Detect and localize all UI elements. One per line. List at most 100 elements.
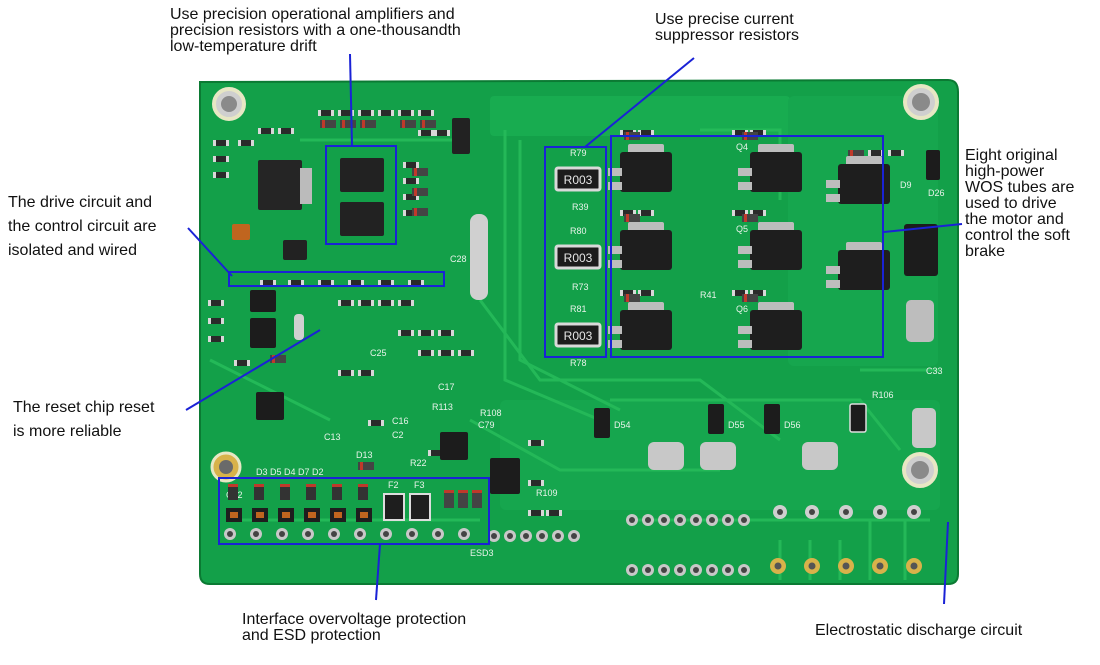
mos-tubes: [608, 144, 890, 350]
pin-13: [520, 530, 532, 542]
highlight-boxes: [218, 135, 884, 545]
smd-resistor-43: [888, 150, 904, 156]
smd-resistor-25: [338, 300, 354, 306]
fuse-2: [409, 493, 431, 521]
smd-resistor-21: [318, 280, 334, 286]
smd-resistor-7: [403, 162, 419, 168]
smd-resistor-8: [403, 178, 419, 184]
pin-29: [690, 564, 702, 576]
label-r41: R41: [700, 290, 717, 300]
smd-resistor-58: [528, 440, 544, 446]
suppressor-resistors: R003 R003 R003 R79 R39 R80 R73 R81 R78: [554, 148, 602, 368]
suppressor-resistor-3-label: R003: [564, 329, 593, 343]
smd-resistor-16: [238, 140, 254, 146]
leader-reset: [185, 329, 321, 411]
smd-resistor-27: [378, 300, 394, 306]
smd-resistor-42: [868, 150, 884, 156]
diode-d26: [926, 150, 940, 180]
ic-u23: [440, 432, 468, 460]
smd-resistor-4: [378, 110, 394, 116]
tvs-diode-4: [304, 484, 320, 522]
smd-resistor-38: [638, 290, 654, 296]
pin-20: [674, 514, 686, 526]
label-c79: C79: [478, 420, 495, 430]
leader-esd: [943, 521, 949, 605]
transistor-small: [283, 240, 307, 260]
smd-resistor-59: [528, 480, 544, 486]
pad-right-bottom: [912, 408, 936, 448]
leader-lines: [185, 53, 963, 605]
tvs-diode-2: [252, 484, 268, 522]
diode-d17: [452, 118, 470, 154]
smd-resistor-15: [213, 172, 229, 178]
diode-d55: [708, 404, 724, 434]
pin-27: [658, 564, 670, 576]
diode-14: [742, 214, 758, 222]
smd-resistor-45: [208, 318, 224, 324]
smd-resistor-28: [398, 300, 414, 306]
smd-resistor-61: [528, 510, 544, 516]
copper-pour-top: [490, 96, 790, 136]
large-pad-right-1: [904, 224, 938, 276]
label-r109: R109: [536, 488, 558, 498]
copper-pour-right: [788, 96, 938, 366]
opamp-chip-2: [340, 202, 384, 236]
label-r106: R106: [872, 390, 894, 400]
label-d9: D9: [900, 180, 912, 190]
pin-10: [458, 528, 470, 540]
diode-17: [848, 150, 864, 158]
label-c17: C17: [438, 382, 455, 392]
label-d55: D55: [728, 420, 745, 430]
regulator-tab: [300, 168, 312, 204]
pin-12: [504, 530, 516, 542]
callout-mos: Eight original high-power WOS tubes are …: [965, 147, 1075, 260]
resistor-r105: [849, 403, 867, 433]
ic-u3: [490, 458, 520, 494]
smd-resistor-12: [434, 130, 450, 136]
mos-labels: Q4 Q5 Q6 R41 D26 D9 C33: [700, 142, 945, 376]
pin-22: [706, 514, 718, 526]
label-r73: R73: [572, 282, 589, 292]
pad-bottom-3: [802, 442, 838, 470]
esd-part-1: [444, 490, 454, 508]
label-r81: R81: [570, 304, 587, 314]
label-r108: R108: [480, 408, 502, 418]
smd-resistor-52: [438, 330, 454, 336]
label-q5: Q5: [736, 224, 748, 234]
diode-d56: [764, 404, 780, 434]
connector-pad-1: [770, 558, 786, 574]
smd-resistor-22: [348, 280, 364, 286]
callout-suppressor: Use precise current suppressor resistors: [655, 11, 800, 44]
label-c13: C13: [324, 432, 341, 442]
tvs-diode-3: [278, 484, 294, 522]
leader-suppressor: [584, 57, 695, 148]
label-d13: D13: [356, 450, 373, 460]
crystal-left: [294, 314, 304, 340]
highlight-mos: [610, 135, 884, 358]
label-r113: R113: [432, 402, 453, 412]
smd-resistor-23: [378, 280, 394, 286]
connector-via-4: [873, 505, 887, 519]
diode-4: [400, 120, 416, 128]
smd-resistor-50: [398, 330, 414, 336]
tvs-diode-1: [226, 484, 242, 522]
tvs-diode-5: [330, 484, 346, 522]
transistor-left-2: [250, 318, 276, 348]
label-esd3: ESD3: [470, 548, 494, 558]
ic-u4: [256, 392, 284, 420]
pin-19: [658, 514, 670, 526]
esd-part-3: [472, 490, 482, 508]
smd-resistor-49: [358, 370, 374, 376]
leader-mos: [883, 223, 963, 233]
smd-resistor-2: [338, 110, 354, 116]
smd-resistor-17: [258, 128, 274, 134]
label-q4: Q4: [736, 142, 748, 152]
pin-4: [302, 528, 314, 540]
pin-1: [224, 528, 236, 540]
mos-tube-8: [826, 242, 890, 290]
label-q6: Q6: [736, 304, 748, 314]
pin-7: [380, 528, 392, 540]
label-c2: C2: [392, 430, 404, 440]
